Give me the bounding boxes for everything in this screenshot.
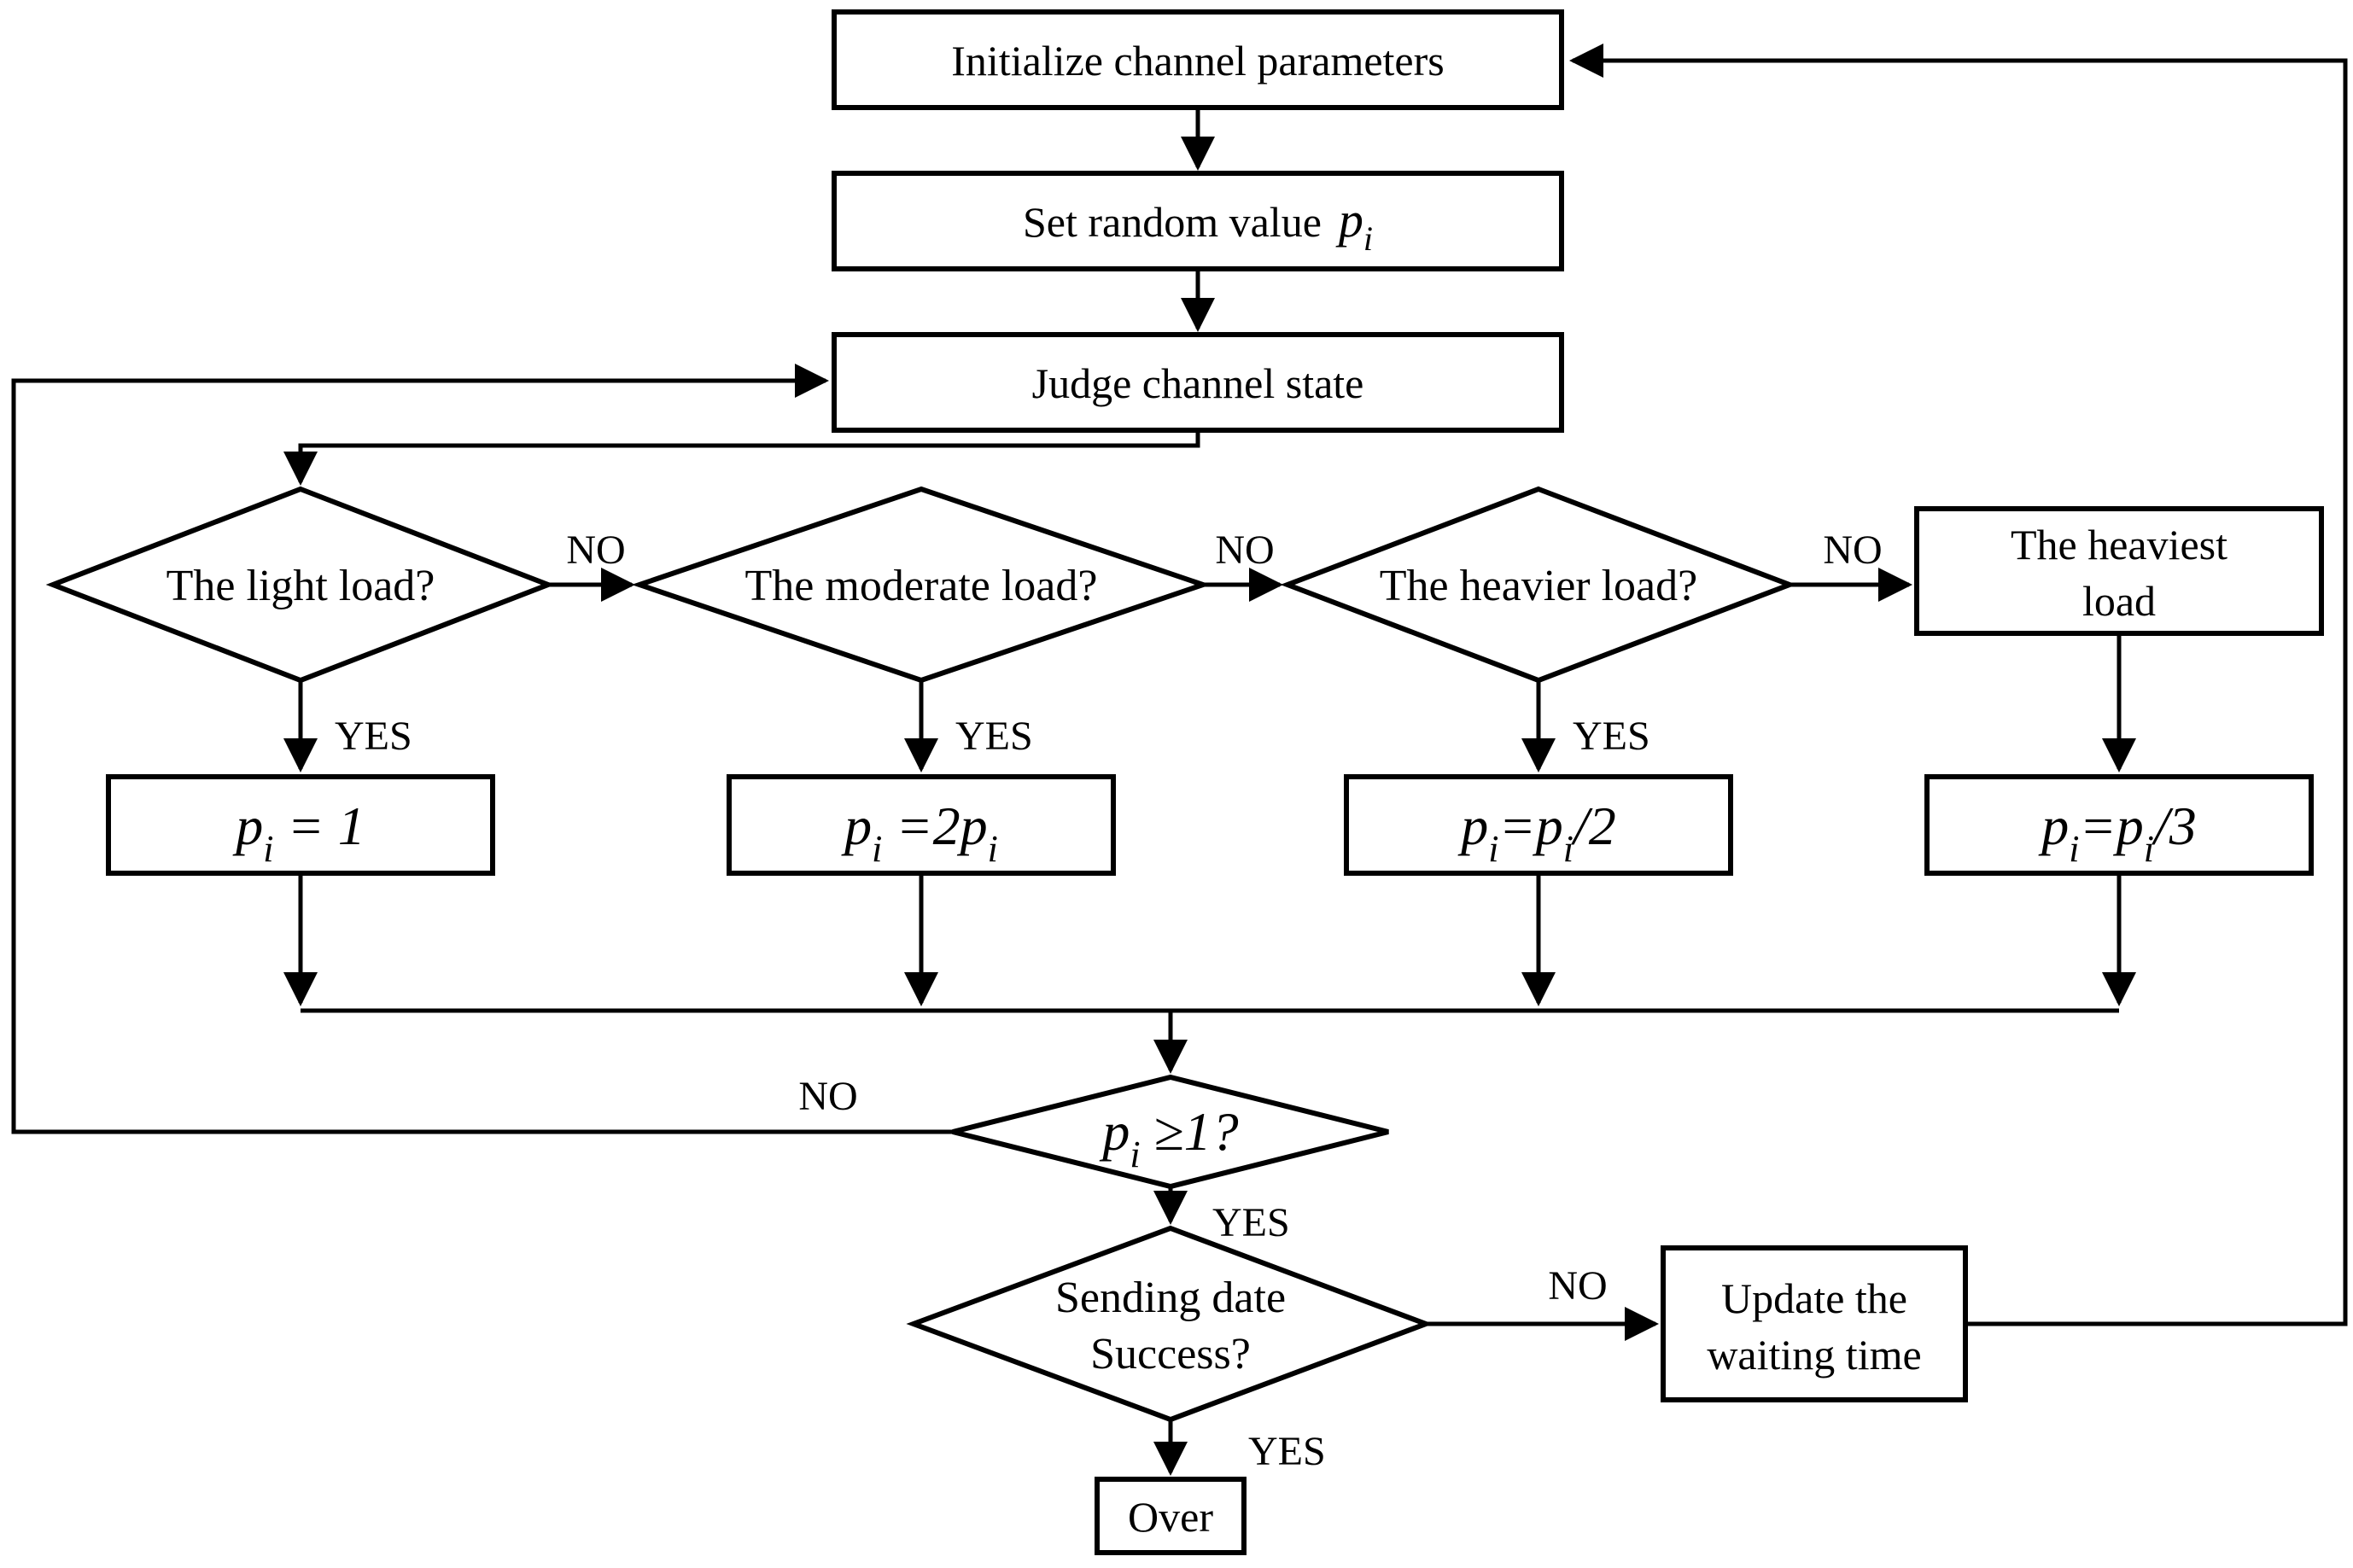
node-initialize-label: Initialize channel parameters <box>951 37 1444 85</box>
label-sending-no: NO <box>1548 1263 1607 1309</box>
label-moderate-no: NO <box>1215 528 1274 573</box>
node-p-third-formula: pi=pi/3 <box>2038 796 2196 870</box>
node-p-equals-1 <box>106 774 495 876</box>
label-light-yes: YES <box>335 714 412 759</box>
node-moderate-load-decision <box>631 486 1212 684</box>
node-judge-channel-state <box>832 332 1564 433</box>
label-heavier-yes: YES <box>1573 714 1650 759</box>
node-p-halved <box>1344 774 1733 876</box>
node-over-label: Over <box>1128 1493 1213 1541</box>
label-light-no: NO <box>566 528 625 573</box>
node-moderate-load-label: The moderate load? <box>745 562 1098 610</box>
edge-update-loop-to-init <box>1569 44 2348 1326</box>
node-update-line1: Update the <box>1721 1274 1907 1322</box>
node-update-waiting-time <box>1661 1245 1968 1402</box>
node-light-load-decision <box>45 486 556 684</box>
node-update-line2: waiting time <box>1707 1331 1921 1379</box>
node-initialize-channel-parameters <box>832 9 1564 110</box>
node-heavier-load-label: The heavier load? <box>1380 562 1697 610</box>
label-p-ge-one-yes: YES <box>1212 1200 1290 1245</box>
node-set-random-value <box>832 171 1564 271</box>
node-heaviest-load <box>1914 506 2324 636</box>
node-judge-label: Judge channel state <box>1032 359 1364 407</box>
node-p-equals-1-formula: pi = 1 <box>232 796 365 870</box>
node-heavier-load-decision <box>1280 486 1797 684</box>
node-p-halved-formula: pi=pi/2 <box>1457 796 1615 870</box>
edge-p-ge-one-no-loop-to-judge <box>11 364 953 1134</box>
node-p-ge-one-decision <box>952 1074 1389 1190</box>
label-moderate-yes: YES <box>955 714 1033 759</box>
edge-judge-to-light-load <box>283 430 1200 486</box>
node-p-third <box>1924 774 2314 876</box>
node-heaviest-load-line2: load <box>2082 577 2156 625</box>
node-p-doubled <box>727 774 1116 876</box>
node-over <box>1095 1477 1247 1555</box>
node-heaviest-load-line1: The heaviest <box>2011 521 2227 568</box>
node-p-doubled-formula: pi =2pi <box>841 796 998 870</box>
node-sending-line2: Success? <box>1090 1330 1251 1379</box>
label-p-ge-one-no: NO <box>798 1074 857 1119</box>
node-p-ge-one-formula: pi ≥1? <box>1099 1101 1238 1175</box>
node-sending-success-decision <box>906 1225 1433 1423</box>
node-sending-line1: Sending date <box>1055 1274 1286 1322</box>
label-heavier-no: NO <box>1823 528 1882 573</box>
label-sending-yes: YES <box>1248 1429 1326 1474</box>
node-light-load-label: The light load? <box>166 562 435 610</box>
